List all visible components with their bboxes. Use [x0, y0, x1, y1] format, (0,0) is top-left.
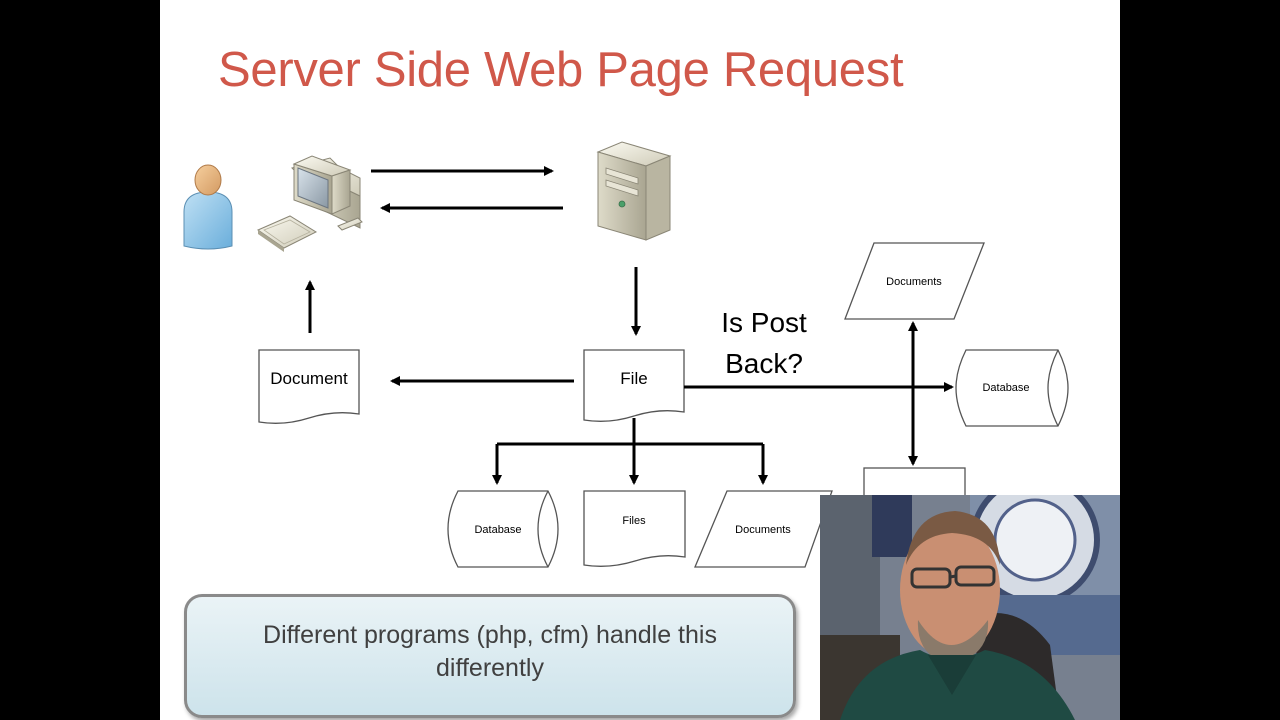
files-bottom-shape: Files [583, 490, 686, 567]
document-label: Document [270, 369, 348, 388]
file-shape: File [583, 349, 685, 422]
user-icon [183, 164, 233, 250]
database-right-shape: Database [955, 349, 1069, 427]
documents-bottom-label: Documents [735, 524, 791, 536]
note-box: Different programs (php, cfm) handle thi… [184, 594, 796, 718]
presenter-video [820, 495, 1120, 720]
documents-top-label: Documents [886, 276, 942, 288]
is-post-back-line2: Back? [725, 348, 803, 379]
database-bottom-shape: Database [447, 490, 559, 568]
document-shape: Document [258, 349, 360, 424]
file-label: File [620, 369, 647, 388]
database-right-label: Database [982, 382, 1029, 394]
is-post-back-line1: Is Post [721, 307, 807, 338]
note-text: Different programs (php, cfm) handle thi… [263, 621, 717, 682]
documents-bottom-shape: Documents [694, 490, 833, 568]
slide: Server Side Web Page Request [160, 0, 1120, 720]
database-bottom-label: Database [474, 524, 521, 536]
slide-title: Server Side Web Page Request [218, 43, 904, 97]
documents-top-shape: Documents [844, 242, 985, 320]
server-icon [596, 141, 672, 241]
computer-icon [256, 155, 363, 252]
webcam-overlay [820, 495, 1120, 720]
flow-diagram: Document File Is Post Back? Documents Da… [183, 141, 1069, 568]
files-bottom-label: Files [622, 515, 646, 527]
